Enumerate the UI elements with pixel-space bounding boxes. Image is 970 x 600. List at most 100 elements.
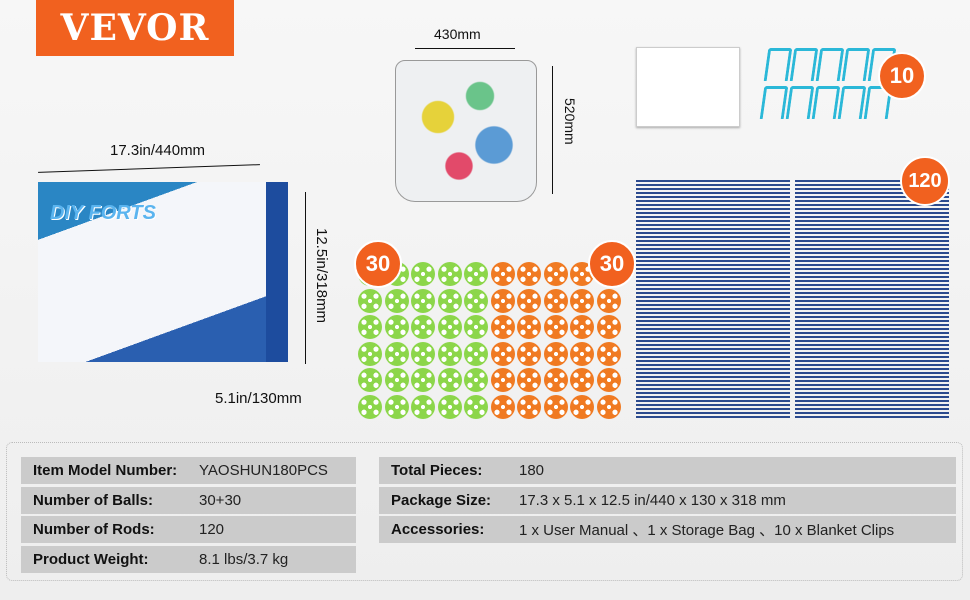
rod <box>636 212 790 214</box>
rod <box>795 416 949 418</box>
rod <box>636 196 790 198</box>
bag-width-label: 430mm <box>434 26 481 42</box>
rod <box>636 400 790 402</box>
rod <box>636 352 790 354</box>
orange-ball <box>570 368 594 392</box>
rod <box>636 408 790 410</box>
green-ball <box>411 288 435 313</box>
spec-row: Accessories:1 x User Manual 、1 x Storage… <box>379 516 956 543</box>
rod <box>636 260 790 262</box>
rod <box>795 392 949 394</box>
spec-value: 17.3 x 5.1 x 12.5 in/440 x 130 x 318 mm <box>519 491 786 509</box>
rod <box>795 180 949 182</box>
clip <box>763 48 793 81</box>
rod <box>795 328 949 330</box>
rod <box>636 380 790 382</box>
green-ball <box>411 368 435 392</box>
spec-value: YAOSHUN180PCS <box>199 462 328 479</box>
spec-label: Number of Balls: <box>33 491 154 509</box>
spec-label: Package Size: <box>391 491 492 509</box>
box-depth-label: 5.1in/130mm <box>215 390 302 407</box>
green-ball <box>411 341 435 366</box>
rod <box>795 384 949 386</box>
rod <box>795 220 949 222</box>
orange-ball <box>517 394 541 419</box>
rod <box>795 308 949 310</box>
clip <box>785 86 815 119</box>
rod <box>636 268 790 270</box>
rod <box>795 188 949 190</box>
orange-balls-badge: 30 <box>588 240 636 288</box>
rod <box>636 280 790 282</box>
rod <box>795 336 949 338</box>
green-ball <box>384 288 409 313</box>
orange-ball <box>517 315 541 339</box>
green-ball <box>464 288 488 313</box>
rod <box>795 352 949 354</box>
balls-image <box>358 262 624 422</box>
spec-row: Total Pieces:180 <box>379 457 956 484</box>
rod <box>795 312 949 314</box>
orange-ball <box>543 288 568 313</box>
rod <box>795 244 949 246</box>
rod <box>795 284 949 286</box>
rod <box>636 248 790 250</box>
rod <box>636 252 790 254</box>
rod <box>636 356 790 358</box>
orange-ball <box>543 315 568 339</box>
orange-ball <box>596 394 621 419</box>
rod <box>636 264 790 266</box>
product-box-image: DIY FORTS <box>38 182 288 362</box>
rod <box>636 392 790 394</box>
orange-ball <box>490 341 515 366</box>
bag-width-arrow <box>415 48 515 49</box>
rod <box>636 344 790 346</box>
green-ball <box>464 394 488 419</box>
rods-image <box>636 180 950 422</box>
green-ball <box>464 341 488 366</box>
rod <box>636 304 790 306</box>
rod <box>795 364 949 366</box>
user-manual-image <box>636 47 740 127</box>
rod <box>636 224 790 226</box>
box-height-label: 12.5in/318mm <box>313 228 330 324</box>
rod <box>795 256 949 258</box>
orange-ball <box>517 288 541 313</box>
green-ball <box>358 394 382 419</box>
green-ball <box>358 288 382 313</box>
green-ball <box>384 368 409 392</box>
rod <box>636 188 790 190</box>
rod <box>636 340 790 342</box>
orange-ball <box>596 368 621 392</box>
green-ball <box>464 262 488 286</box>
spec-label: Number of Rods: <box>33 521 155 538</box>
orange-ball <box>490 262 515 286</box>
rod <box>795 236 949 238</box>
rod <box>636 180 790 182</box>
rod <box>636 300 790 302</box>
rod <box>795 396 949 398</box>
rod <box>795 380 949 382</box>
rod <box>636 284 790 286</box>
clip <box>759 86 789 119</box>
width-arrow <box>38 164 260 173</box>
orange-ball <box>543 368 568 392</box>
rod <box>795 356 949 358</box>
orange-ball <box>490 288 515 313</box>
green-ball <box>437 262 462 286</box>
rod <box>795 340 949 342</box>
green-ball <box>464 368 488 392</box>
rod <box>795 332 949 334</box>
green-ball <box>358 368 382 392</box>
vevor-logo: VEVOR <box>36 0 234 56</box>
rod <box>795 240 949 242</box>
orange-ball <box>570 394 594 419</box>
rod <box>795 372 949 374</box>
spec-row: Number of Balls:30+30 <box>21 486 356 514</box>
rod <box>795 360 949 362</box>
rod <box>636 204 790 206</box>
green-ball <box>437 394 462 419</box>
rod <box>795 324 949 326</box>
rod <box>795 268 949 270</box>
rod <box>636 208 790 210</box>
